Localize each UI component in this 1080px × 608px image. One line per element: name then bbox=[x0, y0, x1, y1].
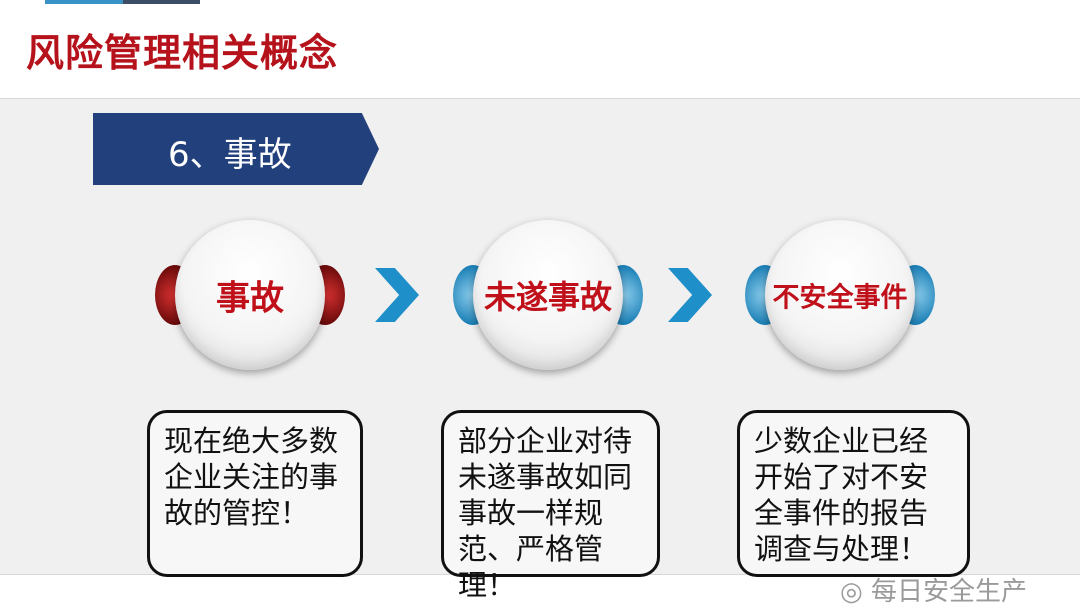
node-label: 未遂事故 bbox=[483, 278, 612, 316]
description-box: 现在绝大多数企业关注的事故的管控！ bbox=[147, 410, 363, 577]
section-label: 6、事故 bbox=[168, 135, 292, 175]
accent-bar-blue bbox=[45, 0, 123, 4]
node-near-miss: 未遂事故 bbox=[453, 220, 643, 370]
description-box: 少数企业已经开始了对不安全事件的报告调查与处理！ bbox=[737, 410, 970, 577]
circle: 事故 bbox=[175, 220, 325, 370]
node-unsafe-event: 不安全事件 bbox=[745, 220, 935, 370]
circle: 不安全事件 bbox=[765, 220, 915, 370]
node-label: 事故 bbox=[216, 278, 284, 319]
node-accident: 事故 bbox=[155, 220, 345, 370]
watermark-text: 每日安全生产 bbox=[870, 577, 1027, 607]
section-banner: 6、事故 bbox=[93, 113, 379, 185]
accent-bar-dark bbox=[123, 0, 200, 4]
watermark: ◎ 每日安全生产 bbox=[840, 577, 1027, 608]
circle: 未遂事故 bbox=[473, 220, 623, 370]
slide-title: 风险管理相关概念 bbox=[26, 31, 339, 75]
node-label: 不安全事件 bbox=[772, 282, 908, 314]
wechat-icon: ◎ bbox=[840, 577, 871, 607]
description-box: 部分企业对待未遂事故如同事故一样规范、严格管理！ bbox=[441, 410, 660, 602]
